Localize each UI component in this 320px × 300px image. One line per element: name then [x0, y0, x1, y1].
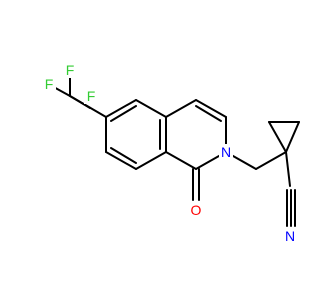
- molecule-structure: F F F O N N: [42, 62, 300, 244]
- nitrile-nitrogen-atom: N: [285, 228, 295, 244]
- bond-cyclopropane-3: [285, 121, 300, 153]
- atom-labels: F F F O N N: [42, 62, 297, 244]
- bond-ring-b-1: [165, 99, 197, 118]
- bond-ring-a-5: [105, 151, 137, 170]
- bond-ring-a-4: [135, 151, 167, 170]
- fluorine-atom-top: F: [66, 62, 75, 78]
- bond-ch2-cyclopropyl: [255, 151, 287, 170]
- bond-c-f-bottom: [69, 95, 91, 109]
- bond-ring-b-2: [195, 99, 227, 118]
- fluorine-atom-right: F: [87, 88, 96, 104]
- bond-cyclopropane-1: [268, 121, 287, 153]
- bonds: [49, 75, 300, 227]
- bond-ring-b-5: [165, 151, 197, 170]
- bond-ring-a-5-double: [110, 147, 137, 164]
- bond-ring-a-2: [135, 99, 167, 118]
- bond-ring-a-1: [105, 99, 137, 118]
- oxygen-atom: O: [191, 202, 202, 218]
- bond-cyclopropyl-ch2: [285, 151, 291, 187]
- bond-ring-b-2-double: [195, 105, 222, 122]
- ring-nitrogen-atom: N: [221, 144, 231, 160]
- fluorine-atom-left: F: [45, 76, 54, 92]
- bond-ring-a-1-double: [110, 105, 137, 122]
